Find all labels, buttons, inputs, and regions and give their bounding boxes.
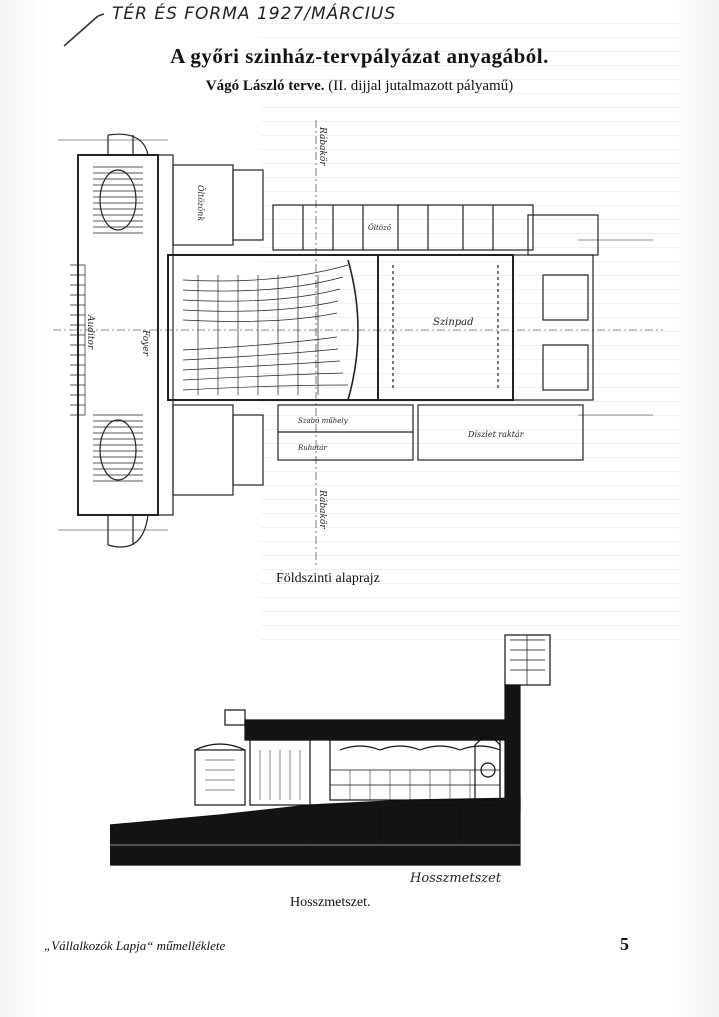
- label-tailor: Szabó műhely: [298, 416, 349, 425]
- pencil-mark: [63, 13, 105, 47]
- label-street-bottom: Rábakör: [317, 489, 328, 529]
- label-props: Díszlet raktár: [467, 430, 525, 439]
- footer-publication: „Vállalkozók Lapja“ műmelléklete: [44, 938, 226, 953]
- subtitle: Vágó László terve. (II. dijjal jutalmazo…: [0, 78, 719, 95]
- label-dressing: Öltöző: [368, 223, 392, 232]
- label-auditor: Auditor: [85, 314, 95, 350]
- label-street-top: Rábakör: [317, 126, 328, 166]
- floor-plan-drawing: Foyer Auditor Szinpad Öltöző Öltözőnk Rá…: [53, 120, 663, 565]
- label-wardrobe: Ruhatár: [297, 444, 327, 452]
- page-title: A győri szinház-tervpályázat anyagából.: [170, 44, 549, 68]
- subtitle-author: Vágó László terve.: [205, 78, 325, 94]
- section-handwritten-label: Hosszmetszet: [409, 871, 502, 886]
- label-foyer: Foyer: [140, 329, 150, 357]
- handwritten-note: TÉR ÉS FORMA 1927/MÁRCIUS: [112, 4, 397, 24]
- label-stage: Szinpad: [433, 317, 474, 328]
- section-caption: Hosszmetszet.: [290, 895, 371, 910]
- longitudinal-section-drawing: Hosszmetszet: [110, 634, 551, 886]
- label-dressing-left: Öltözőnk: [196, 185, 205, 221]
- page-number: 5: [620, 934, 629, 954]
- subtitle-award: (II. dijjal jutalmazott pályamű): [328, 78, 514, 94]
- floor-plan-caption: Földszinti alaprajz: [276, 571, 380, 586]
